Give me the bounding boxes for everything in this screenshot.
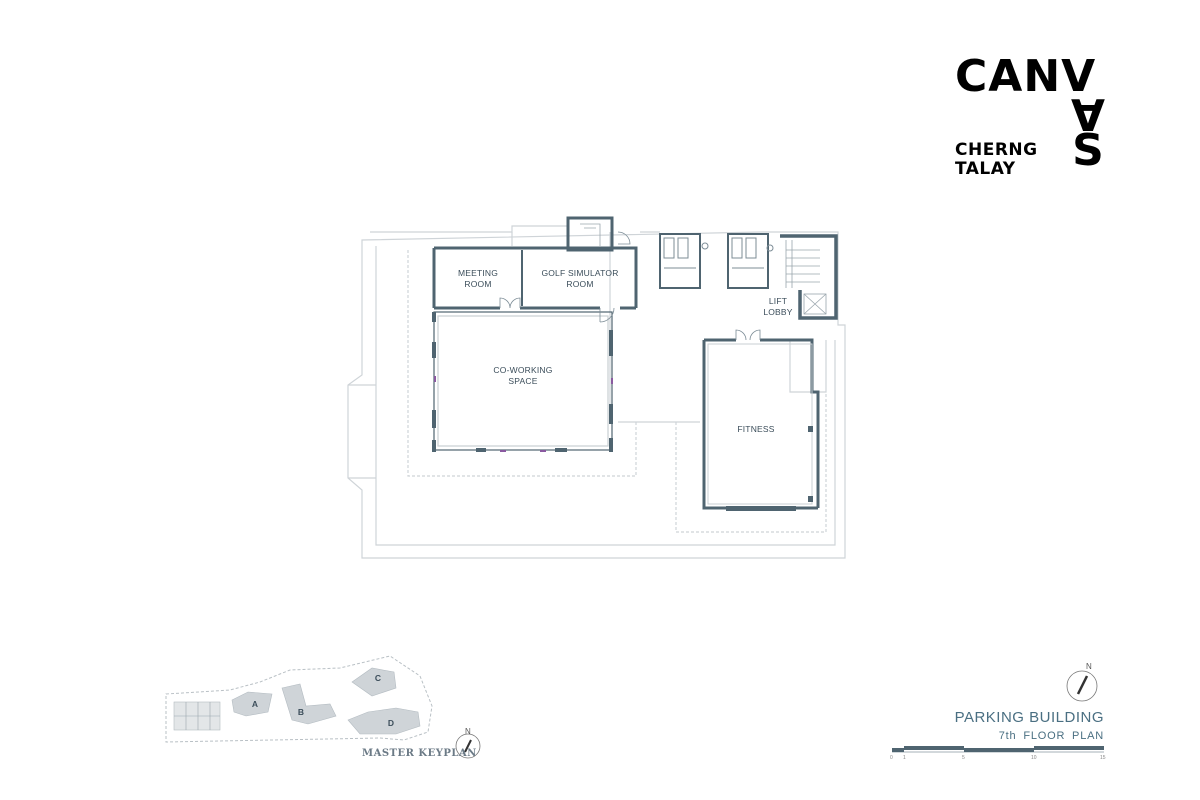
logo-letter-s: S: [1072, 125, 1104, 176]
room-label-coworking: CO-WORKING SPACE: [493, 365, 553, 386]
logo-line-1: CHERNG: [955, 140, 1038, 160]
keyplan-north-label: N: [465, 727, 471, 736]
room-label-lift-lobby: LIFT LOBBY: [763, 296, 793, 317]
canvas-logo: CANV A S CHERNG TALAY: [955, 51, 1115, 188]
scale-tick-1: 1: [903, 755, 906, 761]
scale-tick-5: 5: [962, 755, 965, 761]
keyplan-block-b-label: B: [297, 707, 305, 717]
scale-tick-0: 0: [890, 755, 893, 761]
keyplan-block-d-label: D: [387, 718, 395, 728]
keyplan-block-c: [351, 667, 397, 697]
keyplan-block-b: [281, 683, 337, 725]
keyplan-title: MASTER KEYPLAN: [362, 748, 477, 759]
room-label-fitness: FITNESS: [737, 424, 775, 434]
room-label-meeting: MEETING ROOM: [457, 268, 499, 289]
plan-title: PARKING BUILDING: [954, 709, 1104, 726]
plan-subtitle: 7th FLOOR PLAN: [998, 730, 1104, 742]
keyplan-north-arrow: [464, 739, 472, 753]
scale-tick-10: 10: [1031, 755, 1037, 761]
keyplan-block-a: [231, 691, 273, 717]
scale-bar: [892, 746, 1104, 753]
logo-wordmark: CANV: [955, 51, 1097, 102]
north-compass-arrow: [1076, 675, 1089, 695]
stair-core-left: [566, 216, 614, 252]
logo-line-2: TALAY: [955, 159, 1016, 179]
keyplan-north-circle: [455, 733, 481, 759]
room-label-golf-simulator: GOLF SIMULATOR ROOM: [541, 268, 619, 289]
scale-tick-15: 15: [1100, 755, 1106, 761]
keyplan-block-c-label: C: [374, 673, 382, 683]
keyplan-block-a-label: A: [251, 699, 259, 709]
stair-core-right: [780, 234, 838, 320]
north-compass-circle: [1066, 670, 1098, 702]
keyplan-block-d: [347, 707, 421, 735]
north-label: N: [1086, 662, 1092, 671]
meeting-golf-walls: [432, 246, 638, 310]
